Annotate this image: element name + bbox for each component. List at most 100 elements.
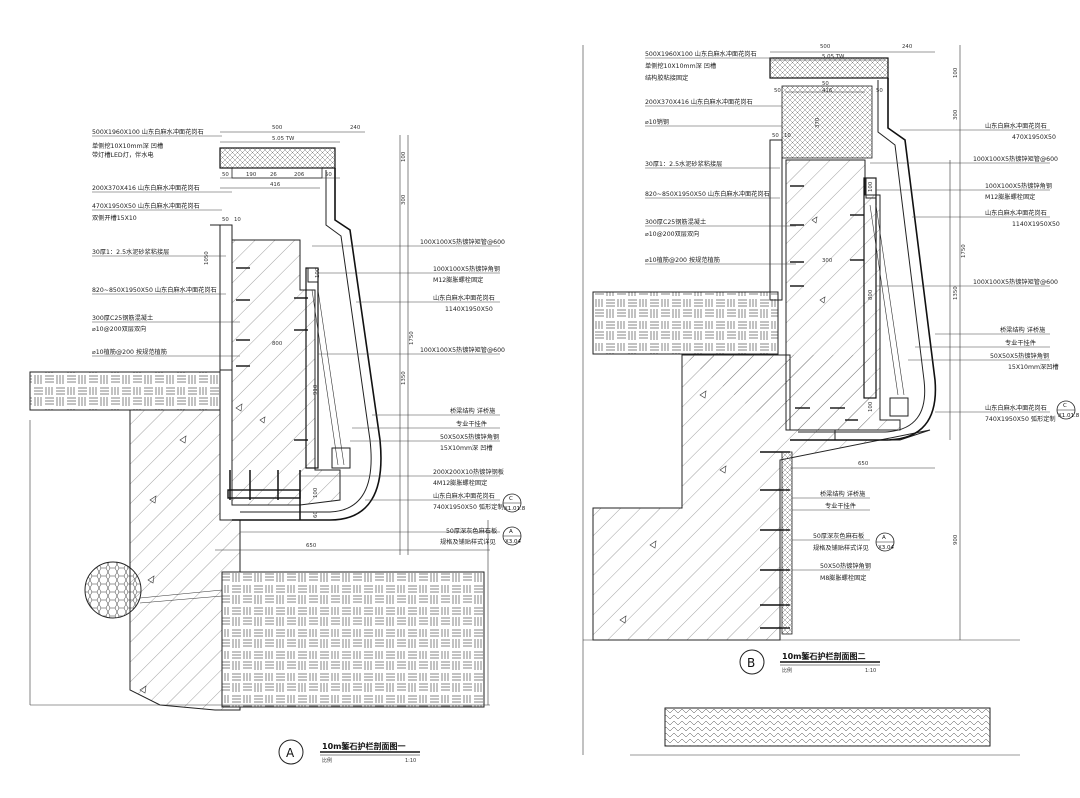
callout-b-base-bolt: M8膨胀螺栓固定 [820,574,866,582]
callout-a-tube-top: 100X100X5热镀锌矩管@600 [420,238,505,246]
dim-a-50c: 50 [222,217,229,223]
dim-a-r100: 100 [401,151,407,162]
dim-b-416: 416 [822,88,833,94]
callout-a-paving-ref: 规格及铺贴样式详见 [440,538,496,546]
dim-b-i100b: 100 [868,401,874,412]
detail-a-callouts-left: 500X1960X100 山东白麻水冲面花岗石 单侧挖10X10mm深 凹槽 带… [92,128,240,357]
dim-a-tw: 5.05 TW [272,136,295,142]
detail-a-section [29,131,490,711]
callout-a-paving-stone: 50厚深灰色麻石板 [446,527,497,535]
callout-a-angle-bolt: M12膨胀螺栓固定 [433,276,483,284]
callout-b-cap-glue: 结构胶粘接固定 [645,74,688,82]
detail-a-concrete-core [231,239,341,506]
dim-a-50a: 50 [222,172,229,178]
callout-b-small-angle: 50X50X5热镀锌角钢 [990,352,1049,360]
detail-a-granite-cap [219,147,336,169]
dim-b-i50: 50 [822,81,829,87]
ref-b-c-letter: C [1063,403,1067,409]
callout-b-outer-stone: 山东白麻水冲面花岗石 [985,209,1047,217]
detail-b-ref-a[interactable]: A X3.04 [875,532,895,552]
detail-b-paving [592,291,779,355]
dim-a-240: 240 [350,125,361,131]
callout-a-mortar: 30厚1：2.5水泥砂浆粘接层 [92,248,169,256]
detail-a-granite-facing [232,168,382,521]
callout-a-facing-stone: 820~850X1950X50 山东白麻水冲面花岗石 [92,286,217,294]
callout-a-side-groove: 双侧开槽15X10 [92,214,137,222]
detail-b-concrete-core [785,159,901,431]
detail-a-bubble: A [286,746,295,760]
callout-b-hanger2: 专业干挂件 [825,502,856,510]
ref-a-c-letter: C [509,496,513,502]
detail-b-callouts-left: 500X1960X100 山东白麻水冲面花岗石 单侧挖10X10mm深 凹槽 结… [645,50,796,265]
dim-a-i100b: 100 [313,487,319,498]
ref-a-a-sheet: X3.04 [505,539,522,545]
callout-b-mortar: 30厚1：2.5水泥砂浆粘接层 [645,160,722,168]
dim-a-i60: 60 [313,511,319,518]
ref-b-c-sheet: X1.01.8 [1058,413,1080,419]
callout-b-block: 200X370X416 山东白麻水冲面花岗石 [645,98,753,106]
detail-b-dimensions: 500 240 5.05 TW 50 416 50 50 10 100 300 … [772,44,967,545]
callout-a-hanger: 专业干挂件 [456,420,487,428]
detail-b-callouts-right: 山东白麻水冲面花岗石 470X1950X50 100X100X5热镀锌矩管@60… [792,122,1060,582]
callout-a-small-groove: 15X10mm深 凹槽 [440,444,493,452]
callout-b-tube-bottom: 100X100X5热镀锌矩管@600 [973,278,1058,286]
callout-b-curve-stone: 山东白麻水冲面花岗石 [985,404,1047,412]
callout-a-bridge: 桥梁结构 详桥施 [450,407,495,415]
detail-b-ref-c[interactable]: C X1.01.8 [1056,400,1080,420]
callout-a-side-stone: 470X1950X50 山东白麻水冲面花岗石 [92,202,200,210]
dim-b-50a: 50 [774,88,781,94]
callout-a-block: 200X370X416 山东白麻水冲面花岗石 [92,184,200,192]
dim-a-416: 416 [270,182,281,188]
detail-b-bubble: B [747,656,755,670]
callout-a-plate-bolt: 4M12膨胀螺栓固定 [433,479,487,487]
dim-a-206: 206 [294,172,305,178]
dim-b-r1750: 1750 [961,244,967,258]
callout-b-bridge2: 桥梁结构 详桥施 [820,490,865,498]
detail-b-section [582,45,1020,756]
dim-b-50c: 50 [772,133,779,139]
dim-b-10: 10 [784,133,791,139]
dim-a-i100: 100 [315,267,321,278]
detail-a-ref-a[interactable]: A X3.04 [502,526,522,546]
dim-b-i650: 650 [858,461,869,467]
callout-a-rebar: ⌀10@200双层双向 [92,325,146,333]
dim-a-10: 10 [234,217,241,223]
dim-b-i370: 370 [815,117,821,128]
detail-a-ref-c[interactable]: C X1.01.8 [502,493,526,513]
detail-b-title: 10m錾石护栏剖面图二 [782,651,865,661]
detail-a-paving-left [29,371,221,411]
dim-a-i800: 800 [272,341,283,347]
callout-a-angle: 100X100X5热镀锌角钢 [433,265,500,273]
ref-a-c-sheet: X1.01.8 [504,506,526,512]
dim-a-190: 190 [246,172,257,178]
callout-a-cap-stone: 500X1960X100 山东白麻水冲面花岗石 [92,128,204,136]
detail-b-scale: 1:10 [865,668,876,674]
callout-a-concrete: 300厚C25钢筋混凝土 [92,314,153,322]
detail-a-scale: 1:10 [405,758,416,764]
ref-b-a-sheet: X3.04 [878,545,895,551]
detail-a-gravel-drain [84,561,142,619]
callout-b-facing-stone: 820~850X1950X50 山东白麻水冲面花岗石 [645,190,770,198]
callout-b-curve-size: 740X1950X50 弧形定制 [985,415,1056,423]
callout-b-paving-ref: 规格及铺贴样式详见 [813,544,869,552]
callout-b-small-groove: 15X10mm深凹槽 [1008,363,1059,371]
detail-a-callouts-right: 100X100X5热镀锌矩管@600 100X100X5热镀锌角钢 M12膨胀螺… [240,238,505,546]
detail-b-water-band [664,707,991,747]
callout-b-rebar: ⌀10@200双层双向 [645,230,699,238]
dim-a-50b: 50 [325,172,332,178]
dim-b-r1350: 1350 [953,286,959,300]
detail-a-dimensions: 500 240 5.05 TW 50 190 26 206 50 416 50 … [204,125,415,549]
dim-a-i650: 650 [306,543,317,549]
callout-a-curve-stone: 山东白麻水冲面花岗石 [433,492,495,500]
callout-b-top-stone: 山东白麻水冲面花岗石 [985,122,1047,130]
callout-b-hanger: 专业干挂件 [1005,339,1036,347]
callout-a-small-angle: 50X50X5热镀锌角钢 [440,433,499,441]
callout-a-cap-led: 带灯槽LED灯，伴水电 [92,151,154,159]
callout-b-cap-stone: 500X1960X100 山东白麻水冲面花岗石 [645,50,757,58]
dim-b-50b: 50 [876,88,883,94]
dim-b-240: 240 [902,44,913,50]
dim-b-i800: 800 [868,289,874,300]
dim-b-r300: 300 [953,109,959,120]
callout-a-plate: 200X200X10热镀锌钢板 [433,468,504,476]
